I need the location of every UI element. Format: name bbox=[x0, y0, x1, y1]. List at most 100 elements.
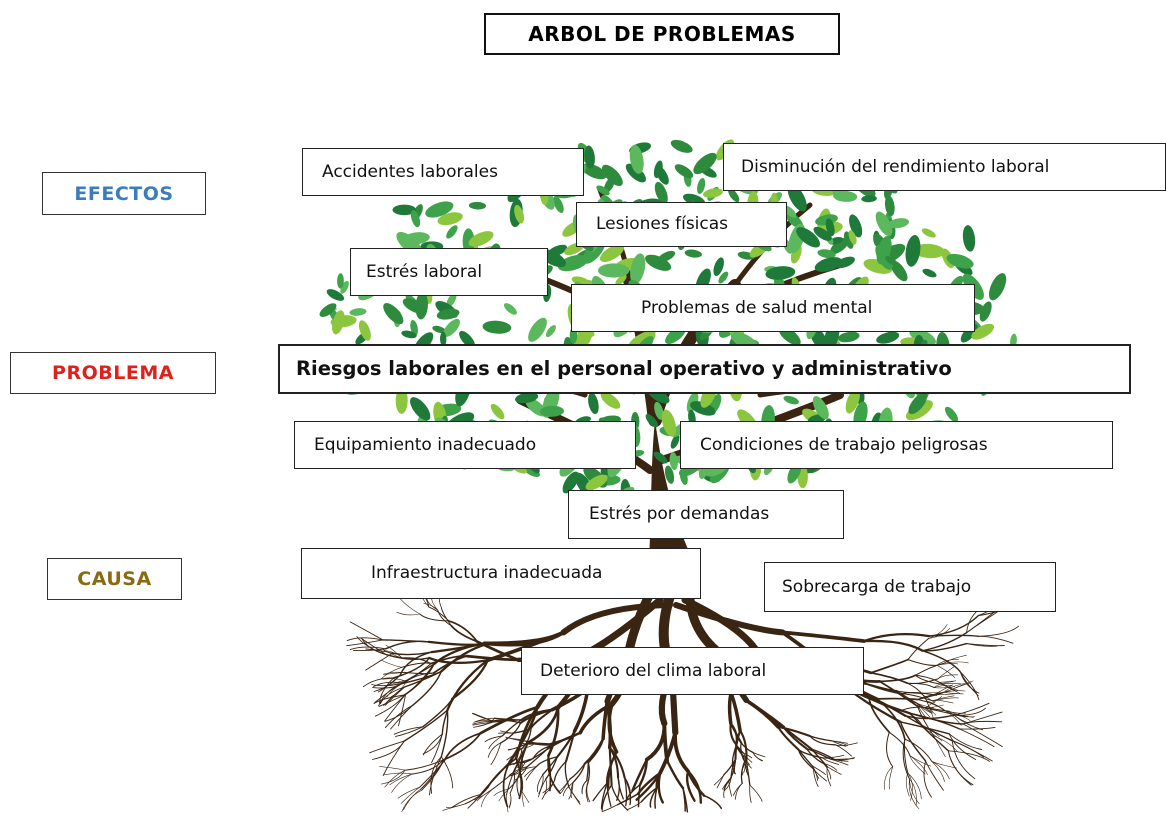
leaf bbox=[922, 268, 937, 278]
root-strand bbox=[777, 725, 800, 751]
root-strand bbox=[446, 659, 489, 712]
root-strand bbox=[822, 757, 843, 762]
root-strand bbox=[909, 755, 926, 775]
leaf bbox=[796, 227, 821, 248]
root-strand bbox=[740, 742, 746, 762]
leaf bbox=[446, 225, 458, 239]
leaf bbox=[340, 280, 349, 294]
root-strand bbox=[379, 686, 406, 705]
root-strand bbox=[526, 706, 560, 745]
root-strand bbox=[939, 680, 956, 683]
root-strand bbox=[909, 755, 932, 767]
root-strand bbox=[393, 726, 424, 735]
root-strand bbox=[811, 765, 818, 781]
leaf bbox=[600, 392, 621, 409]
leaf bbox=[319, 303, 337, 317]
root-strand bbox=[506, 771, 515, 796]
root-strand bbox=[823, 763, 832, 780]
root-strand bbox=[373, 674, 401, 692]
root-strand bbox=[742, 752, 753, 759]
leaf bbox=[783, 395, 799, 405]
leaf bbox=[596, 185, 610, 196]
root-strand bbox=[951, 740, 993, 762]
root-strand bbox=[450, 624, 478, 643]
root-strand bbox=[447, 620, 478, 643]
root-strand bbox=[501, 719, 523, 737]
root-strand bbox=[391, 773, 413, 793]
leaf bbox=[830, 237, 850, 255]
root-strand bbox=[400, 598, 421, 615]
root-strand bbox=[931, 761, 950, 780]
leaf bbox=[545, 325, 556, 338]
leaf bbox=[875, 211, 893, 237]
root-strand bbox=[744, 698, 780, 729]
root-strand bbox=[561, 778, 571, 793]
root-strand bbox=[948, 733, 983, 750]
leaf bbox=[562, 471, 579, 494]
root-strand bbox=[373, 694, 405, 704]
root-strand bbox=[536, 774, 544, 792]
root-strand bbox=[862, 639, 924, 652]
root-strand bbox=[440, 709, 449, 758]
root-strand bbox=[644, 721, 667, 762]
root-strand bbox=[925, 696, 942, 708]
root-strand bbox=[978, 635, 1014, 644]
root-strand bbox=[451, 659, 489, 700]
leaf bbox=[436, 308, 460, 320]
leaf bbox=[401, 330, 417, 339]
root-strand bbox=[421, 759, 444, 791]
root-strand bbox=[606, 750, 618, 785]
leaf bbox=[553, 196, 564, 213]
root-strand bbox=[939, 682, 958, 691]
root-strand bbox=[822, 757, 840, 765]
root-strand bbox=[932, 697, 959, 702]
root-strand bbox=[978, 625, 1019, 637]
leaf bbox=[482, 320, 512, 334]
leaf bbox=[383, 303, 404, 325]
root-strand bbox=[428, 656, 489, 664]
root-strand bbox=[526, 748, 549, 768]
root-strand bbox=[535, 756, 559, 768]
effect-box: Lesiones físicas bbox=[576, 202, 787, 247]
leaf bbox=[921, 228, 936, 238]
root-strand bbox=[915, 674, 943, 685]
root-strand bbox=[373, 681, 403, 687]
root-strand bbox=[729, 722, 743, 745]
root-strand bbox=[352, 648, 386, 651]
leaf bbox=[664, 465, 675, 484]
root-strand bbox=[502, 761, 511, 808]
root-strand bbox=[797, 749, 824, 759]
leaf bbox=[615, 274, 627, 286]
problem-section-label: PROBLEMA bbox=[10, 352, 216, 394]
diagram-title: ARBOL DE PROBLEMAS bbox=[484, 13, 840, 55]
root-strand bbox=[521, 791, 525, 807]
root-strand bbox=[703, 794, 723, 810]
root-strand bbox=[916, 705, 950, 714]
root-strand bbox=[541, 778, 548, 800]
root-strand bbox=[600, 782, 608, 810]
leaf bbox=[402, 298, 427, 314]
root-strand bbox=[722, 777, 732, 790]
effect-box: Accidentes laborales bbox=[302, 148, 584, 196]
root-strand bbox=[362, 677, 395, 688]
leaf bbox=[909, 328, 936, 346]
leaf bbox=[601, 164, 623, 187]
leaf bbox=[814, 257, 843, 272]
root-strand bbox=[384, 704, 414, 722]
root-strand bbox=[734, 783, 743, 800]
root-strand bbox=[506, 794, 509, 813]
root-strand bbox=[959, 671, 980, 701]
leaf bbox=[630, 253, 646, 285]
root-strand bbox=[749, 784, 752, 803]
root-strand bbox=[947, 750, 972, 786]
root-strand bbox=[931, 761, 945, 782]
leaf bbox=[539, 405, 564, 417]
root-strand bbox=[465, 654, 520, 662]
leaf bbox=[654, 401, 664, 420]
root-strand bbox=[524, 748, 549, 763]
root-strand bbox=[500, 730, 514, 734]
leaf bbox=[403, 232, 430, 245]
root-strand bbox=[810, 748, 836, 761]
root-strand bbox=[508, 705, 539, 764]
root-strand bbox=[617, 792, 639, 806]
